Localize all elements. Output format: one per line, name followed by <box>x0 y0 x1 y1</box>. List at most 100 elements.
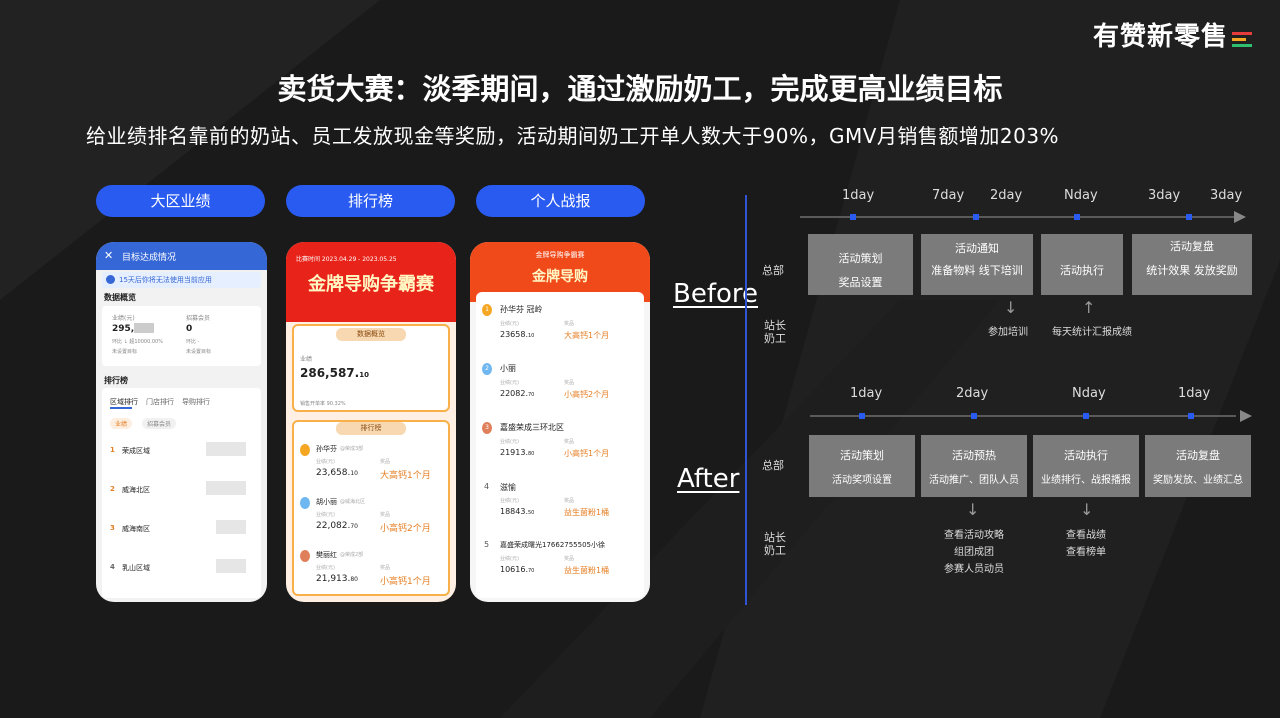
chip-members[interactable]: 招募会员 <box>142 418 177 429</box>
prize-value: 益生菌粉1桶 <box>564 508 610 517</box>
rank-name: 荣成区域 <box>122 447 150 455</box>
after-day-label: Nday <box>1072 386 1106 401</box>
bronze-medal-icon <box>300 550 310 562</box>
rank-name: 滋愉 <box>500 483 516 492</box>
after-step-plan: 活动策划 活动奖项设置 <box>809 435 915 497</box>
tab-region-rank[interactable]: 区域排行 <box>110 398 138 406</box>
rank-name: 孙华芬 冠岭 <box>500 305 543 314</box>
phone3-header: 金牌导购 <box>532 269 588 285</box>
rank-value: 22082. <box>500 389 528 398</box>
rank-value: 23,658. <box>316 468 351 478</box>
phone1-metric2-value: 0 <box>186 324 193 334</box>
before-step-notify: 活动通知 准备物料 线下培训 <box>921 234 1033 295</box>
phone3-header-small: 金牌导购争霸赛 <box>535 251 585 259</box>
rank-value: 23658. <box>500 330 528 339</box>
phone1-ring2: 环比 - <box>186 339 200 345</box>
chip-performance[interactable]: 业绩 <box>110 418 133 429</box>
rank-name: 孙华芬 <box>316 445 337 453</box>
step-detail: 准备物料 线下培训 <box>931 264 1023 277</box>
phone1-notice: 15天后你将无法使用当前应用 <box>119 276 212 284</box>
after-step-execute: 活动执行 业绩排行、战报播报 <box>1033 435 1139 497</box>
rank-number: 2 <box>110 485 115 493</box>
timeline-dot <box>1188 413 1194 419</box>
rank-value: 18843. <box>500 507 528 516</box>
note-item: 参赛人员动员 <box>944 564 1004 575</box>
before-day-label: Nday <box>1064 188 1098 203</box>
phone1-unset2: 未设置目标 <box>186 349 212 355</box>
tab-guide-rank[interactable]: 导购排行 <box>182 398 210 406</box>
row-label-staff: 站长奶工 <box>764 531 786 557</box>
rank-name: 小丽 <box>500 364 516 373</box>
perf-label: 业绩(元) <box>500 321 519 327</box>
step-title: 活动复盘 <box>1170 240 1214 253</box>
tab-store-rank[interactable]: 门店排行 <box>146 398 174 406</box>
phone1-metric2-label: 招募会员 <box>186 315 211 322</box>
before-step-review: 活动复盘 统计效果 发放奖励 <box>1132 234 1252 295</box>
silver-medal-icon: 2 <box>482 363 492 375</box>
step-detail: 活动推广、团队人员 <box>929 475 1019 486</box>
row-label-hq: 总部 <box>762 264 784 277</box>
step-title: 活动策划 <box>840 449 884 462</box>
perf-label: 业绩(元) <box>500 498 519 504</box>
rank-name: 威海南区 <box>122 525 150 533</box>
step-detail: 活动奖项设置 <box>832 475 892 486</box>
phone1-metric1-label: 业绩(元) <box>112 315 135 322</box>
timeline-dot <box>859 413 865 419</box>
perf-label: 业绩(元) <box>500 556 519 562</box>
rank-name: 嘉盛荣成曙光17662755505小徐 <box>500 541 605 549</box>
note-item: 查看战绩 <box>1066 530 1106 541</box>
before-label: Before <box>673 279 759 309</box>
prize-label: 奖品 <box>564 380 575 386</box>
arrow-down-icon: ↓ <box>1080 500 1094 519</box>
brand-logo: 有赞新零售 <box>1093 16 1252 53</box>
step-detail: 奖励发放、业绩汇总 <box>1153 475 1243 486</box>
phone2-participation: 销售开单率 90.32% <box>300 401 346 407</box>
phone2-ranking: 排行榜 <box>336 422 406 435</box>
rank-dec: 80 <box>528 451 535 457</box>
before-day-label: 3day <box>1148 188 1181 203</box>
timeline-dot <box>850 214 856 220</box>
step-title: 活动执行 <box>1060 264 1104 277</box>
timeline-dot <box>1074 214 1080 220</box>
phone1-metric1-value: 295, <box>112 324 135 334</box>
row-label-staff-line2: 奶工 <box>764 332 786 345</box>
perf-label: 业绩(元) <box>500 439 519 445</box>
after-day-label: 1day <box>1178 386 1211 401</box>
note-item: 查看榜单 <box>1066 547 1106 558</box>
phone-screenshot-region: ✕ 目标达成情况 15天后你将无法使用当前应用 数据概览 业绩(元) 295, … <box>96 242 267 602</box>
step-title: 活动复盘 <box>1176 449 1220 462</box>
before-timeline-axis <box>800 216 1236 218</box>
rank-tag: @荣成3部 <box>340 446 364 452</box>
before-note-training: 参加培训 <box>988 327 1028 338</box>
step-title: 活动通知 <box>955 242 999 255</box>
step-detail: 奖品设置 <box>838 276 883 289</box>
pill-ranking: 排行榜 <box>286 185 455 217</box>
note-item: 组团成团 <box>954 547 994 558</box>
rank-tag: @威海北区 <box>340 499 366 505</box>
phone-screenshot-personal: 金牌导购争霸赛 金牌导购 1 孙华芬 冠岭 业绩(元) 23658.10 奖品 … <box>470 242 650 602</box>
rank-value: 10616. <box>500 565 528 574</box>
step-title: 活动策划 <box>838 252 883 265</box>
phone2-period: 比赛时间 2023.04.29 - 2023.05.25 <box>296 256 397 263</box>
phone2-overview: 数据概览 <box>336 328 406 341</box>
rank-number: 3 <box>110 524 115 532</box>
before-step-plan: 活动策划 奖品设置 <box>808 234 913 295</box>
divider-line <box>745 195 747 605</box>
prize-label: 奖品 <box>564 321 575 327</box>
pill-region-performance: 大区业绩 <box>96 185 265 217</box>
rank-dec: 10 <box>350 470 358 477</box>
rank-dec: 50 <box>528 510 535 516</box>
page-title: 卖货大赛：淡季期间，通过激励奶工，完成更高业绩目标 <box>277 72 1003 106</box>
before-day-label: 1day <box>842 188 875 203</box>
perf-label: 业绩(元) <box>316 512 335 518</box>
after-step-warmup: 活动预热 活动推广、团队人员 <box>921 435 1027 497</box>
after-day-label: 2day <box>956 386 989 401</box>
phone1-unset1: 未设置目标 <box>112 349 138 355</box>
after-notes-warmup: 查看活动攻略 组团成团 参赛人员动员 <box>934 527 1014 578</box>
after-timeline-axis <box>810 415 1236 417</box>
rank-name: 樊丽红 <box>316 551 337 559</box>
row-label-staff-line1: 站长 <box>764 319 786 332</box>
prize-label: 奖品 <box>380 459 391 465</box>
prize-value: 小高钙1个月 <box>380 577 431 587</box>
silver-medal-icon <box>300 497 310 509</box>
